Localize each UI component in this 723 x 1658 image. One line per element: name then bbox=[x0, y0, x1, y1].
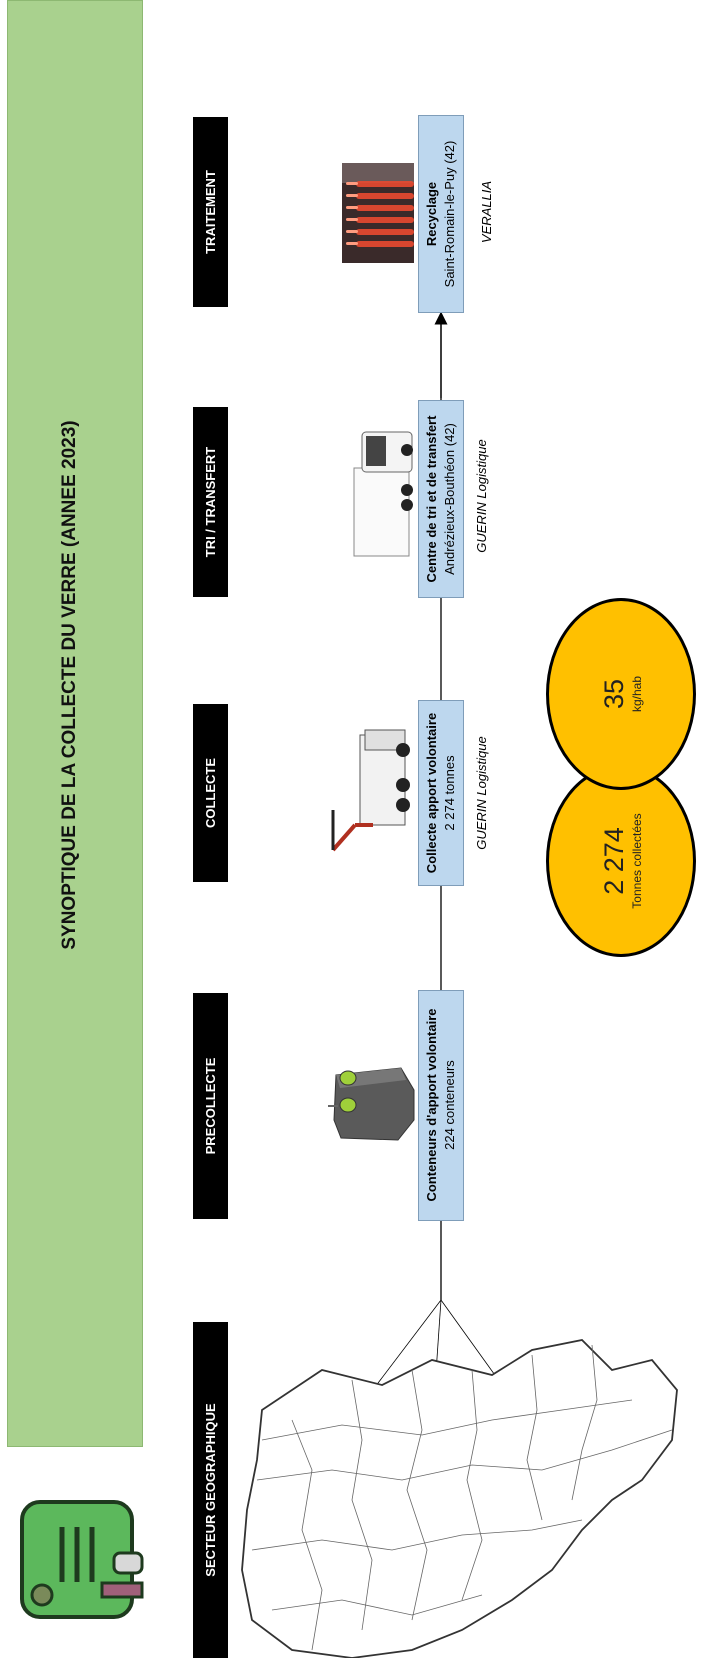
container-icon bbox=[328, 1067, 415, 1141]
box-traitement-title: Recyclage bbox=[424, 181, 440, 247]
stat-kg-value: 35 bbox=[598, 678, 629, 710]
operator-collecte-text: GUERIN Logistique bbox=[473, 736, 489, 850]
operator-collecte: GUERIN Logistique bbox=[471, 703, 491, 883]
box-traitement-content: Recyclage Saint-Romain-le-Puy (42) bbox=[419, 117, 463, 311]
operator-traitement: VERALLIA bbox=[476, 152, 496, 272]
box-tri-title: Centre de tri et de transfert bbox=[424, 415, 440, 583]
box-tri-content: Centre de tri et de transfert Andrézieux… bbox=[419, 402, 463, 596]
box-collecte-title: Collecte apport volontaire bbox=[424, 712, 440, 874]
box-precollecte-detail: 224 conteneurs bbox=[442, 1060, 457, 1150]
stage-header-traitement bbox=[193, 117, 228, 307]
stat-kg-circle bbox=[546, 598, 696, 790]
box-collecte bbox=[418, 700, 464, 886]
title-banner bbox=[7, 0, 143, 1447]
box-tri bbox=[418, 400, 464, 598]
box-precollecte-content: Conteneurs d'apport volontaire 224 conte… bbox=[419, 992, 463, 1218]
stat-tonnes-value: 2 274 bbox=[598, 827, 629, 895]
box-traitement-detail: Saint-Romain-le-Puy (42) bbox=[442, 140, 457, 288]
stage-header-precollecte bbox=[193, 993, 228, 1219]
territory-map bbox=[241, 1339, 678, 1658]
operator-traitement-text: VERALLIA bbox=[478, 180, 494, 244]
box-precollecte-title: Conteneurs d'apport volontaire bbox=[424, 1008, 440, 1202]
box-traitement bbox=[418, 115, 464, 313]
glass-bin-icon bbox=[20, 1500, 144, 1619]
glass-bottles-photo bbox=[342, 163, 414, 263]
box-collecte-detail: 2 274 tonnes bbox=[442, 755, 457, 831]
stat-kg: 35 kg/hab bbox=[581, 624, 661, 764]
stage-header-collecte bbox=[193, 704, 228, 882]
stat-tonnes-label: Tonnes collectées bbox=[629, 813, 644, 909]
box-collecte-content: Collecte apport volontaire 2 274 tonnes bbox=[419, 702, 463, 884]
stat-tonnes: 2 274 Tonnes collectées bbox=[581, 771, 661, 951]
stat-kg-label: kg/hab bbox=[629, 675, 644, 713]
stage-header-secteur bbox=[193, 1322, 228, 1658]
stage-header-tri bbox=[193, 407, 228, 597]
operator-tri-text: GUERIN Logistique bbox=[473, 439, 489, 553]
stat-tonnes-circle bbox=[546, 765, 696, 957]
semi-truck-icon bbox=[353, 431, 413, 557]
box-precollecte bbox=[418, 990, 464, 1221]
operator-tri: GUERIN Logistique bbox=[471, 406, 491, 586]
crane-truck-icon bbox=[331, 729, 410, 852]
box-tri-detail: Andrézieux-Bouthéon (42) bbox=[442, 423, 457, 575]
